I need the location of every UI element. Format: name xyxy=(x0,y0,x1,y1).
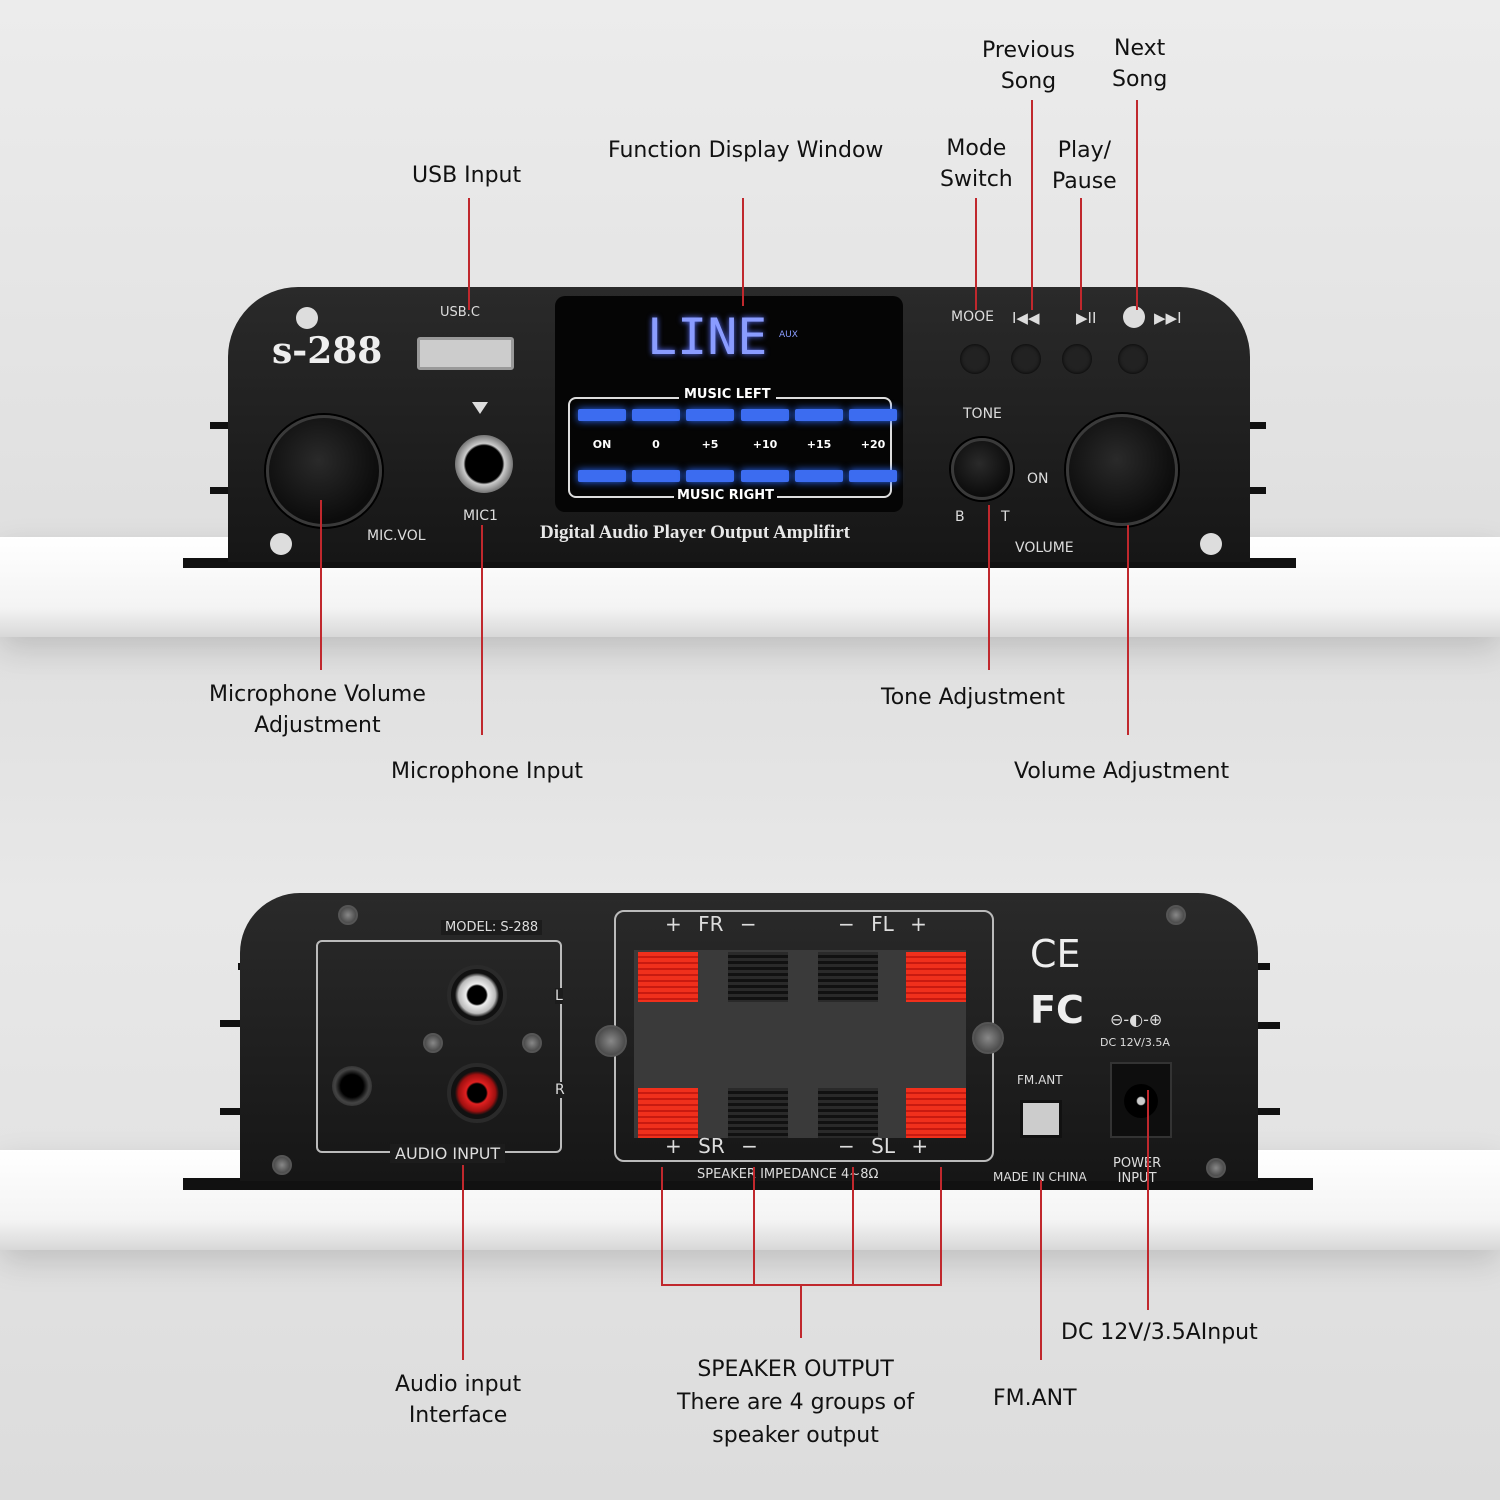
rca-left-jack[interactable] xyxy=(447,965,507,1025)
fm-ant-label: FM.ANT xyxy=(1017,1073,1063,1087)
music-left-label: MUSIC LEFT xyxy=(679,387,776,402)
ce-logo: CE xyxy=(1030,932,1081,976)
sr-label: + SR − xyxy=(665,1134,758,1158)
fl-plus-terminal[interactable] xyxy=(906,952,966,1002)
previous-icon: I◀◀ xyxy=(1012,309,1040,327)
aux-jack[interactable] xyxy=(332,1066,372,1106)
r-label: R xyxy=(555,1082,565,1098)
on-label: ON xyxy=(1027,471,1049,487)
callout-dc-input: DC 12V/3.5AInput xyxy=(1061,1320,1258,1345)
usb-port[interactable] xyxy=(417,337,514,370)
function-display: LINE AUX MUSIC LEFT MUSIC RIGHT ON 0 +5 … xyxy=(555,296,903,512)
fl-minus-terminal[interactable] xyxy=(818,952,878,1002)
callout-volume: Volume Adjustment xyxy=(1014,759,1230,784)
callout-mic-input: Microphone Input xyxy=(391,759,584,784)
polarity-icon: ⊖-◐-⊕ xyxy=(1110,1010,1163,1029)
previous-button[interactable] xyxy=(1011,344,1041,374)
sl-label: − SL + xyxy=(838,1134,929,1158)
fr-label: + FR − xyxy=(665,912,757,936)
mic-jack[interactable] xyxy=(455,435,513,493)
fm-antenna-port[interactable] xyxy=(1020,1100,1062,1138)
dc-power-jack[interactable] xyxy=(1110,1062,1172,1138)
volume-knob[interactable] xyxy=(1066,414,1178,526)
model-name: s-288 xyxy=(272,330,383,372)
level-label: +10 xyxy=(752,438,778,451)
tone-t-label: T xyxy=(1001,509,1010,525)
tone-b-label: B xyxy=(955,509,965,525)
play-pause-button[interactable] xyxy=(1062,344,1092,374)
sr-minus-terminal[interactable] xyxy=(728,1088,788,1138)
led-indicator xyxy=(296,307,318,329)
level-label: +5 xyxy=(701,438,719,451)
level-label: ON xyxy=(592,438,612,451)
mode-button[interactable] xyxy=(960,344,990,374)
next-button[interactable] xyxy=(1118,344,1148,374)
arrow-down-icon xyxy=(472,402,488,414)
mic1-label: MIC1 xyxy=(463,508,498,524)
level-label: 0 xyxy=(652,438,660,451)
fl-label: − FL + xyxy=(838,912,927,936)
level-label: +20 xyxy=(860,438,886,451)
rear-model-label: MODEL: S-288 xyxy=(441,920,543,935)
display-mode-text: LINE xyxy=(647,308,768,366)
sr-plus-terminal[interactable] xyxy=(638,1088,698,1138)
tone-knob[interactable] xyxy=(951,438,1013,500)
rca-right-jack[interactable] xyxy=(447,1063,507,1123)
dc-rating-label: DC 12V/3.5A xyxy=(1100,1036,1170,1049)
callout-display: Function Display Window xyxy=(608,138,884,163)
level-label: +15 xyxy=(806,438,832,451)
fr-minus-terminal[interactable] xyxy=(728,952,788,1002)
play-pause-icon: ▶II xyxy=(1076,309,1097,327)
mic-volume-knob[interactable] xyxy=(266,415,382,527)
l-label: L xyxy=(555,988,563,1004)
music-right-label: MUSIC RIGHT xyxy=(674,488,778,503)
fr-plus-terminal[interactable] xyxy=(638,952,698,1002)
callout-fm-ant: FM.ANT xyxy=(993,1386,1077,1411)
mic-vol-label: MIC.VOL xyxy=(367,528,426,544)
tone-label: TONE xyxy=(963,406,1002,422)
audio-input-label: AUDIO INPUT xyxy=(390,1144,506,1163)
sl-plus-terminal[interactable] xyxy=(906,1088,966,1138)
display-aux: AUX xyxy=(779,330,798,340)
sl-minus-terminal[interactable] xyxy=(818,1088,878,1138)
next-icon: ▶▶I xyxy=(1154,309,1182,327)
callout-play-pause: Play/Pause xyxy=(1052,138,1117,194)
product-subtitle: Digital Audio Player Output Amplifirt xyxy=(540,522,851,543)
mode-label: MOOE xyxy=(951,309,994,325)
callout-tone: Tone Adjustment xyxy=(881,685,1065,710)
made-in-china-label: MADE IN CHINA xyxy=(993,1170,1087,1184)
callout-usb: USB Input xyxy=(412,163,522,188)
usb-label: USB.C xyxy=(440,305,480,320)
fc-logo: FC xyxy=(1030,988,1084,1032)
volume-label: VOLUME xyxy=(1015,540,1074,556)
impedance-label: SPEAKER IMPEDANCE 4~8Ω xyxy=(697,1167,879,1182)
